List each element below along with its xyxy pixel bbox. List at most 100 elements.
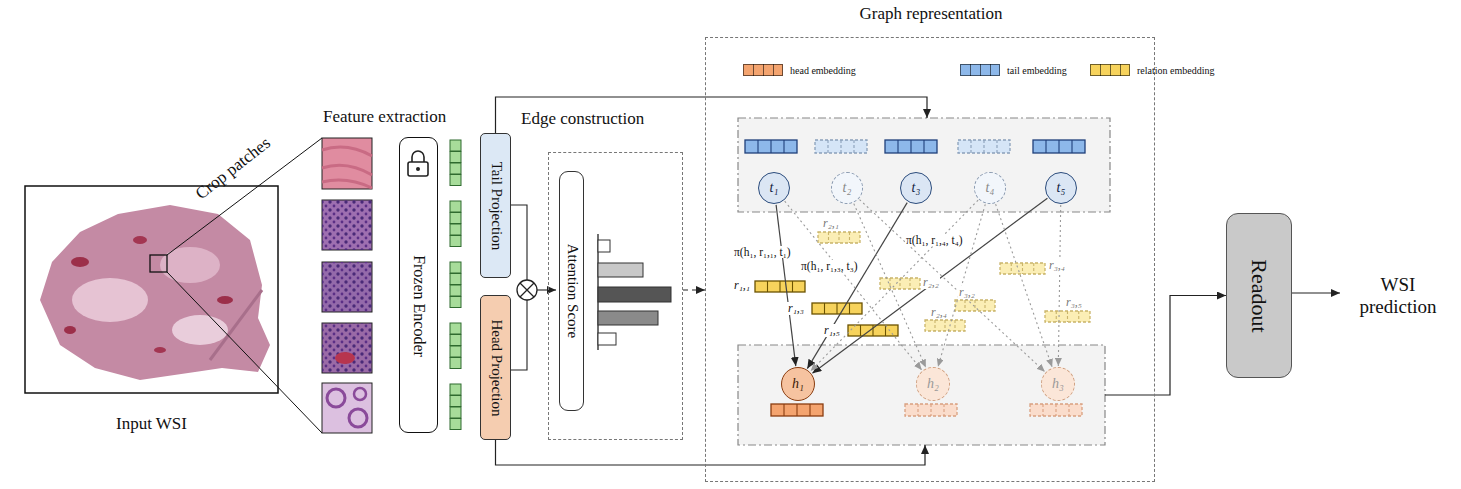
tissue-patches <box>335 352 355 364</box>
relation-label: r₂,₂ <box>922 276 940 289</box>
embedding-bar <box>958 140 1010 153</box>
embedding-bar <box>849 232 850 243</box>
embedding-bar <box>1068 404 1069 416</box>
embedding-bar <box>958 140 1010 153</box>
embedding-bar <box>767 281 768 292</box>
relation-label: r₂,₁ <box>822 217 840 230</box>
wsi-thumbnail <box>64 326 76 334</box>
feature-cell <box>450 346 461 357</box>
embedding-bar <box>1045 311 1090 322</box>
legend-entry: head embedding <box>743 64 856 76</box>
legend-text: tail embedding <box>1007 65 1067 76</box>
score-bars <box>598 333 616 345</box>
connector <box>1155 296 1226 396</box>
embedding-bar <box>1000 263 1045 274</box>
embedding-bar <box>745 140 797 153</box>
wsi-thumbnail <box>154 347 166 353</box>
connector <box>811 200 979 371</box>
score-bars <box>598 311 658 325</box>
embedding-bar <box>925 320 965 331</box>
legend-text: relation embedding <box>1137 65 1214 76</box>
tissue-patches <box>322 138 372 433</box>
relation-label: r₁,₃ <box>787 302 805 315</box>
legend-entry: relation embedding <box>1090 64 1214 76</box>
connector <box>683 289 705 290</box>
embedding-bar <box>1045 311 1090 322</box>
wsi-thumbnail <box>217 296 233 304</box>
embedding-bar <box>1042 404 1043 416</box>
score-formula: π(h₁, r₁,₃, t₃) <box>800 260 859 272</box>
node-label: t₅ <box>1057 180 1066 196</box>
node-label: t₄ <box>986 180 995 196</box>
embedding-bar <box>827 140 828 153</box>
embedding-bar <box>815 140 867 153</box>
embedding-bar <box>885 140 937 153</box>
tail-node: t₄ <box>974 172 1006 204</box>
embedding-bar <box>1011 263 1012 274</box>
embedding-bar <box>1030 404 1082 416</box>
embedding-bar <box>934 320 935 331</box>
embedding-bar <box>1022 263 1023 274</box>
connector <box>776 205 796 366</box>
embedding-bar <box>1033 140 1085 153</box>
embedding-bar <box>955 300 995 311</box>
attention-box: Attention Score <box>559 171 584 411</box>
connector <box>496 97 928 133</box>
feature-cell <box>450 384 461 395</box>
relation-label: r₃,₅ <box>1065 296 1083 309</box>
feature-cell <box>450 274 461 285</box>
legend-entry: tail embedding <box>960 64 1067 76</box>
tissue-patches <box>354 388 366 400</box>
connector <box>785 201 922 370</box>
embedding-bar <box>905 404 957 416</box>
tissue-patches <box>349 409 367 427</box>
feature-cell <box>450 285 461 296</box>
node-label: h₂ <box>927 376 939 392</box>
wsi-thumbnail <box>172 315 228 345</box>
tissue-patches <box>322 200 372 250</box>
box-label: Attention Score <box>563 244 580 339</box>
embedding-bar <box>755 281 805 292</box>
box-label: Readout <box>1246 259 1271 332</box>
tissue-patches <box>322 323 372 373</box>
embedding-bar <box>779 281 780 292</box>
embedding-bar <box>812 303 862 314</box>
wsi-thumbnail <box>160 247 220 283</box>
embedding-bar <box>796 404 797 416</box>
node-label: t₃ <box>912 180 921 196</box>
embedding-bar <box>930 404 931 416</box>
embedding-bar <box>1078 311 1079 322</box>
feature-cell <box>450 140 461 151</box>
legend-swatch <box>960 64 1000 76</box>
legend-swatch <box>1090 64 1130 76</box>
embedding-bar <box>1055 404 1056 416</box>
score-bars <box>598 240 610 252</box>
graph-panel: Graph representationt₁t₂t₃t₄t₅h₁h₂h₃ <box>705 37 1155 482</box>
tissue-patches <box>327 389 345 407</box>
embedding-bar <box>974 300 975 311</box>
wsi-thumbnail <box>133 236 147 244</box>
embedding-bar <box>1067 311 1068 322</box>
connector <box>860 200 1045 372</box>
wsi-thumbnail <box>150 255 167 272</box>
connector <box>496 440 926 465</box>
embedding-bar <box>1030 404 1082 416</box>
node-label: h₁ <box>792 376 804 392</box>
relation-label: r₁,₁ <box>733 279 751 292</box>
feature-cell <box>450 152 461 163</box>
embedding-bar <box>1056 311 1057 322</box>
embedding-bar <box>757 140 758 153</box>
embedding-bar <box>838 232 839 243</box>
feature-cell <box>450 201 461 212</box>
connector <box>807 203 907 369</box>
tissue-patches <box>322 147 372 188</box>
embedding-bar <box>853 140 854 153</box>
embedding-bar <box>755 281 805 292</box>
legend-text: head embedding <box>790 65 856 76</box>
tissue-patches <box>322 323 372 373</box>
embedding-bar <box>885 140 937 153</box>
relation-label: r₃,₄ <box>1048 259 1066 272</box>
tissue-patches <box>322 200 372 250</box>
relation-label: r₃,₂ <box>958 286 976 299</box>
embedding-bar <box>996 140 997 153</box>
